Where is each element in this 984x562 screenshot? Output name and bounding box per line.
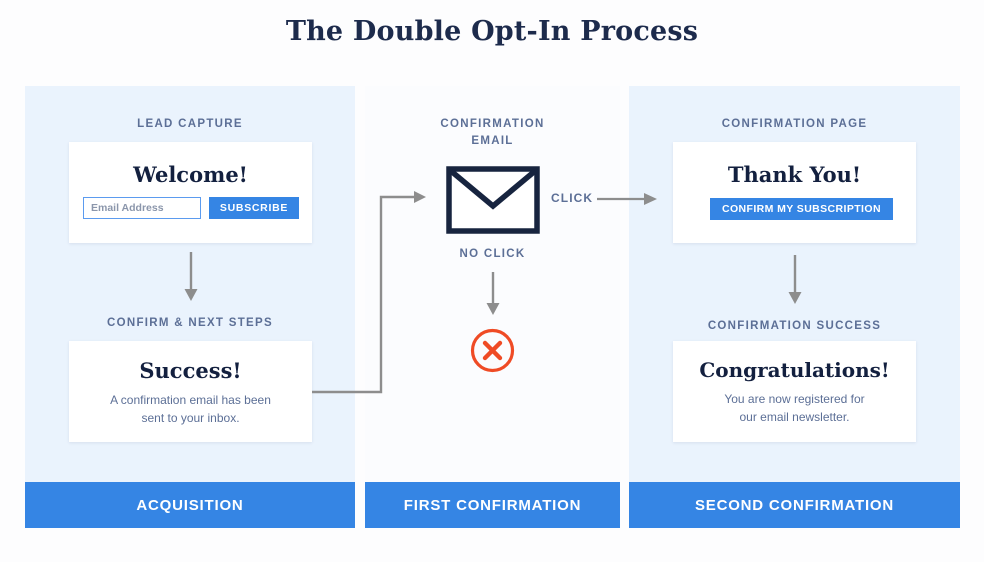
step-label-confirmation-email: CONFIRMATION EMAIL (365, 116, 620, 150)
card-success-body-line1: A confirmation email has been (110, 393, 271, 407)
arrow-thank-you-to-congrats (788, 255, 802, 304)
card-thank-you: Thank You! (673, 142, 916, 243)
arrow-email-to-confirmation-page (597, 193, 657, 205)
arrow-welcome-to-success (184, 252, 198, 301)
card-thank-you-heading: Thank You! (727, 162, 862, 187)
step-label-no-click: NO CLICK (459, 248, 526, 260)
card-success-heading: Success! (139, 358, 242, 383)
card-welcome-heading: Welcome! (133, 162, 248, 187)
banner-second-confirmation: SECOND CONFIRMATION (629, 482, 960, 528)
subscribe-button[interactable]: SUBSCRIBE (209, 197, 299, 219)
step-label-confirmation-email-line1: CONFIRMATION (440, 118, 545, 130)
step-label-lead-capture: LEAD CAPTURE (137, 118, 243, 130)
confirm-subscription-button[interactable]: CONFIRM MY SUBSCRIPTION (710, 198, 893, 220)
email-input[interactable]: Email Address (83, 197, 201, 219)
click-label: CLICK (551, 191, 594, 205)
banner-first-confirmation: FIRST CONFIRMATION (365, 482, 620, 528)
card-congratulations: Congratulations! You are now registered … (673, 341, 916, 442)
step-label-confirmation-success: CONFIRMATION SUCCESS (707, 320, 882, 332)
circle-x-icon (470, 328, 515, 373)
page-title: The Double Opt-In Process (285, 16, 699, 47)
arrow-success-to-email (312, 191, 426, 394)
arrow-no-click-to-error (486, 272, 500, 315)
card-congratulations-body-line1: You are now registered for (724, 392, 865, 406)
step-label-confirmation-email-line2: EMAIL (471, 135, 514, 147)
envelope-icon (446, 166, 540, 234)
step-label-confirmation-page: CONFIRMATION PAGE (721, 118, 868, 130)
card-congratulations-heading: Congratulations! (699, 358, 890, 382)
step-label-confirm-next-steps: CONFIRM & NEXT STEPS (107, 317, 273, 329)
subscribe-form: Email Address SUBSCRIBE (83, 197, 299, 219)
card-success: Success! A confirmation email has been s… (69, 341, 312, 442)
banner-acquisition: ACQUISITION (25, 482, 355, 528)
card-congratulations-body-line2: our email newsletter. (739, 410, 850, 424)
card-welcome: Welcome! (69, 142, 312, 243)
card-success-body-line2: sent to your inbox. (141, 411, 240, 425)
